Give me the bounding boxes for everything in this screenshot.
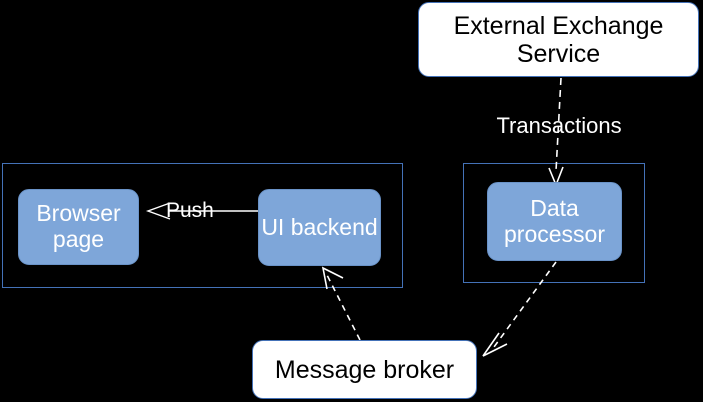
node-ui-backend[interactable]: UI backend: [258, 189, 381, 266]
edge-label-push: Push: [166, 199, 214, 222]
node-browser-page[interactable]: Browser page: [18, 189, 139, 265]
group-frontend-boundary: [2, 163, 403, 288]
edge-label-transactions: Transactions: [496, 113, 622, 138]
node-external-exchange-service[interactable]: External Exchange Service: [418, 2, 699, 77]
node-message-broker[interactable]: Message broker: [252, 340, 477, 399]
node-data-processor[interactable]: Data processor: [487, 182, 622, 261]
